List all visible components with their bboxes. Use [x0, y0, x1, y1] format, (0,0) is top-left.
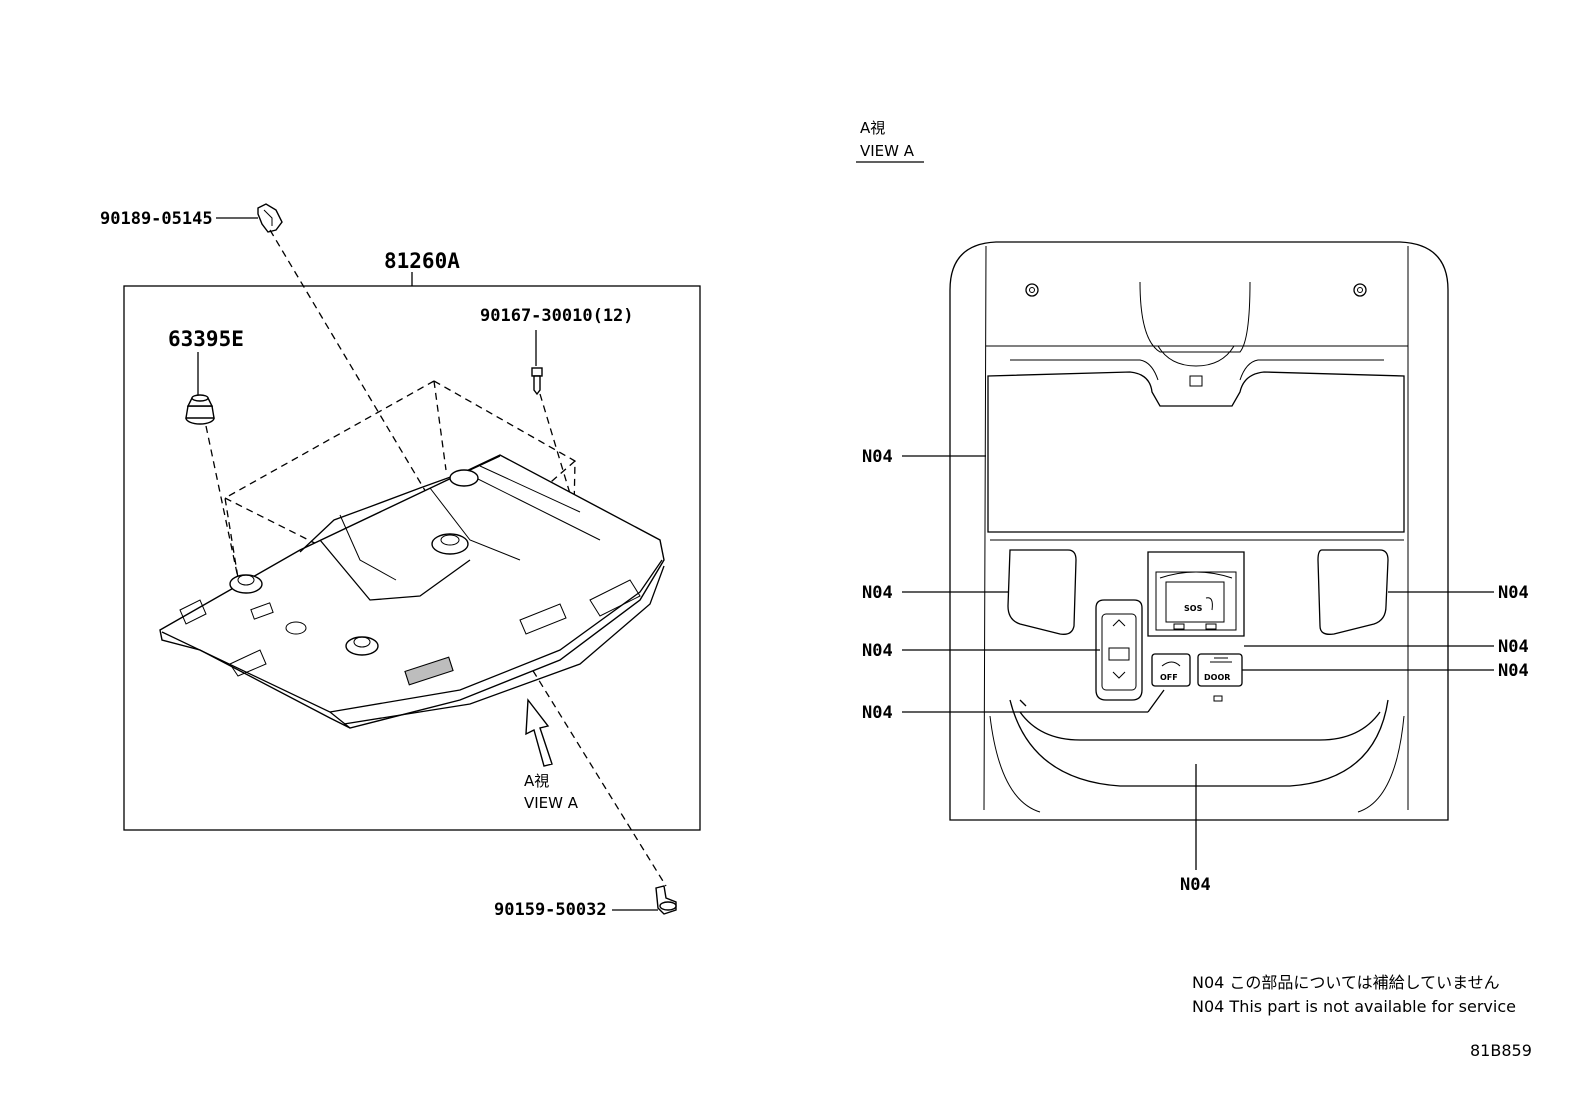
part-number-90167-30010: 90167-30010(12)	[480, 306, 634, 326]
view-a-arrow-label-jp: A視	[524, 772, 549, 790]
callout-n04-lens: N04	[862, 447, 893, 467]
console-front-view: SOS OFF DOOR	[949, 241, 1449, 821]
off-button-label: OFF	[1160, 673, 1178, 682]
screw-90159-icon	[655, 885, 677, 915]
view-a-arrow-label-en: VIEW A	[524, 794, 579, 812]
callout-n04-door-button: N04	[1498, 661, 1529, 681]
callout-n04-right-lamp: N04	[1498, 583, 1529, 603]
part-number-63395e: 63395E	[168, 327, 244, 351]
callout-n04-off-button: N04	[862, 703, 893, 723]
screw-90167-icon	[531, 367, 543, 396]
note-en: N04 This part is not available for servi…	[1192, 997, 1516, 1016]
door-button-label: DOOR	[1204, 673, 1230, 682]
callout-n04-sos-module: N04	[1498, 637, 1529, 657]
exploded-view: 81260A 90189-05145 63395E 90167-30010(12…	[100, 203, 701, 920]
clip-part-icon	[257, 203, 283, 233]
view-a-title-en: VIEW A	[860, 142, 915, 160]
view-a: A視 VIEW A SOS	[856, 119, 1532, 1060]
view-a-title-jp: A視	[860, 119, 885, 137]
callout-n04-left-lamp: N04	[862, 583, 893, 603]
sos-button-label: SOS	[1184, 604, 1203, 613]
console-assembly	[159, 454, 665, 729]
fastener-63395e-icon	[185, 394, 215, 425]
part-number-90159-50032: 90159-50032	[494, 900, 607, 920]
view-a-arrow	[525, 698, 553, 767]
part-number-90189-05145: 90189-05145	[100, 209, 213, 229]
diagram-code: 81B859	[1470, 1041, 1532, 1060]
callout-n04-bottom-tray: N04	[1180, 875, 1211, 895]
callout-n04-window-switch: N04	[862, 641, 893, 661]
n04-callouts: N04 N04 N04 N04 N04 N04 N04 N04	[862, 447, 1529, 895]
note-jp: N04 この部品については補給していません	[1192, 973, 1500, 992]
assembly-label: 81260A	[384, 249, 460, 273]
